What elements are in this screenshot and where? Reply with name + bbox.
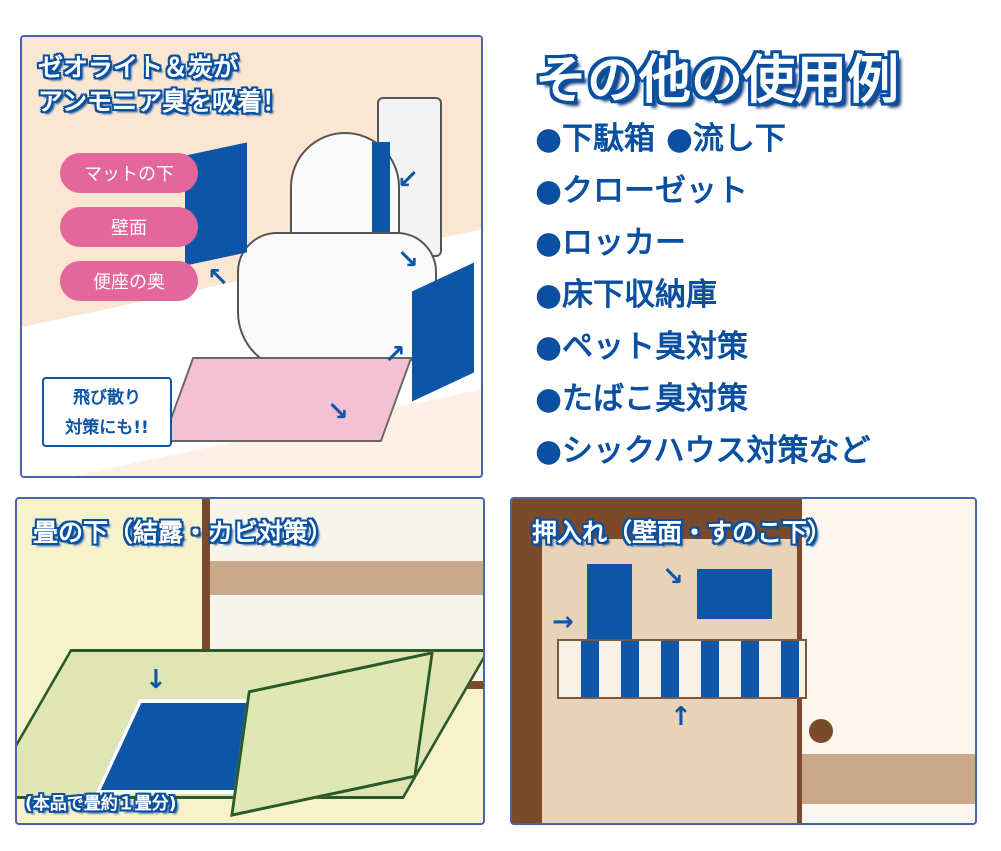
list-item: ●ロッカー	[535, 225, 687, 261]
arrow-icon: ↗	[384, 340, 406, 370]
toilet-panel: ↖ ↙ ↘ ↗ ↘ ゼオライト＆炭が アンモニア臭を吸着！ マットの下 壁面 便…	[20, 35, 483, 478]
door-handle	[809, 719, 833, 743]
note-line-1: 飛び散り	[73, 388, 141, 408]
slatted-shelf	[557, 639, 807, 699]
list-item: ●クローゼット	[535, 173, 749, 209]
door-band	[802, 754, 975, 804]
list-item: ●たばこ臭対策	[535, 381, 749, 417]
heading-line-2: アンモニア臭を吸着！	[38, 87, 288, 116]
arrow-icon: →	[552, 607, 574, 637]
list-item: ●ペット臭対策	[535, 329, 749, 365]
toilet-heading: ゼオライト＆炭が アンモニア臭を吸着！	[38, 51, 287, 119]
deodorizer-sheet-side	[587, 564, 632, 644]
deodorizer-sheet-back	[697, 569, 772, 619]
pill-wall: 壁面	[60, 207, 198, 247]
other-uses-list: ●下駄箱 ●流し下 ●クローゼット ●ロッカー ●床下収納庫 ●ペット臭対策 ●…	[535, 113, 871, 477]
arrow-icon: ↑	[670, 702, 692, 732]
other-uses-title: その他の使用例	[535, 51, 900, 111]
arrow-icon: ↖	[207, 263, 229, 293]
deodorizer-sheet-tank	[372, 142, 390, 232]
arrow-icon: ↘	[327, 397, 349, 427]
tatami-note: (本品で畳約１畳分)	[25, 794, 177, 814]
tatami-heading: 畳の下（結露・カビ対策）	[33, 518, 334, 547]
list-item: ●床下収納庫	[535, 277, 718, 313]
splash-note: 飛び散り 対策にも!!	[42, 377, 172, 447]
toilet-bowl	[237, 232, 437, 372]
tatami-panel: ↓ 畳の下（結露・カビ対策） (本品で畳約１畳分)	[15, 497, 485, 825]
pill-under-mat: マットの下	[60, 153, 198, 193]
toilet-mat	[161, 357, 413, 442]
arrow-icon: ↘	[662, 562, 684, 592]
pill-behind-seat: 便座の奥	[60, 261, 198, 301]
list-item: ●下駄箱 ●流し下	[535, 121, 786, 157]
door-band	[210, 561, 483, 595]
closet-heading: 押入れ（壁面・すのこ下）	[532, 518, 833, 547]
arrow-icon: ↘	[397, 245, 419, 275]
list-item: ●シックハウス対策など	[535, 433, 871, 469]
closet-panel: → ↘ ↑ 押入れ（壁面・すのこ下）	[510, 497, 977, 825]
arrow-icon: ↓	[145, 665, 167, 695]
note-line-2: 対策にも!!	[65, 418, 149, 438]
heading-line-1: ゼオライト＆炭が	[38, 53, 239, 82]
arrow-icon: ↙	[397, 165, 419, 195]
